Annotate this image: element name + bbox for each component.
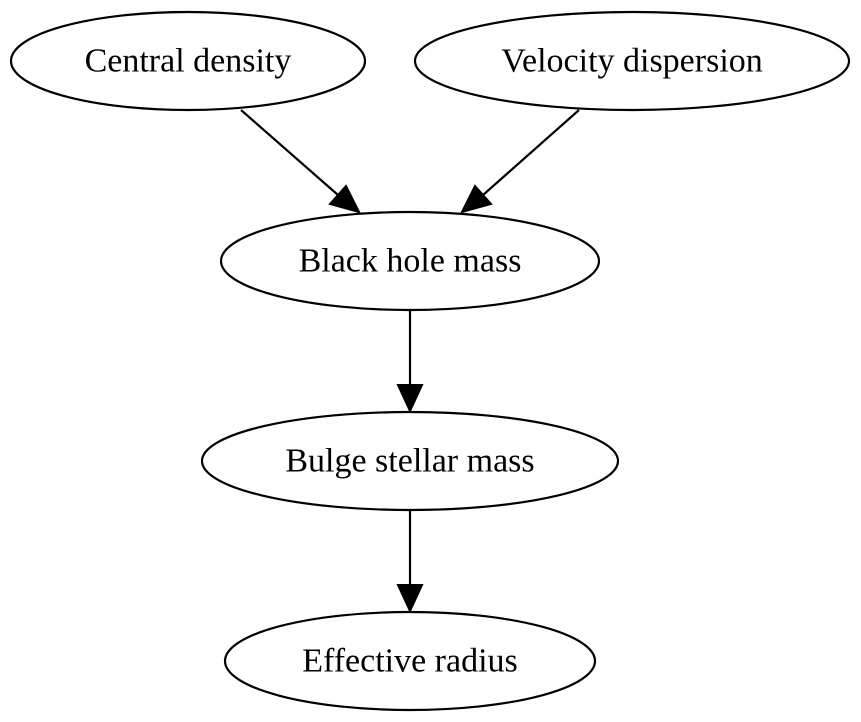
node-label: Effective radius (302, 643, 518, 680)
edge-bulge-stellar-mass-to-effective-radius (396, 511, 424, 614)
node-bulge-stellar-mass: Bulge stellar mass (200, 410, 620, 512)
arrowhead-icon (396, 384, 424, 414)
edge-central-density-to-black-hole-mass (240, 109, 361, 214)
arrowhead-icon (328, 184, 361, 214)
node-black-hole-mass: Black hole mass (219, 210, 601, 312)
node-central-density: Central density (9, 10, 367, 112)
node-label: Black hole mass (299, 243, 522, 280)
edge-black-hole-mass-to-bulge-stellar-mass (396, 311, 424, 414)
edge-velocity-dispersion-to-black-hole-mass (460, 109, 580, 214)
node-label: Bulge stellar mass (285, 443, 534, 480)
node-velocity-dispersion: Velocity dispersion (413, 10, 851, 112)
node-label: Central density (85, 43, 292, 80)
node-effective-radius: Effective radius (223, 610, 597, 712)
arrowhead-icon (460, 184, 493, 214)
node-label: Velocity dispersion (501, 43, 763, 80)
arrowhead-icon (396, 584, 424, 614)
